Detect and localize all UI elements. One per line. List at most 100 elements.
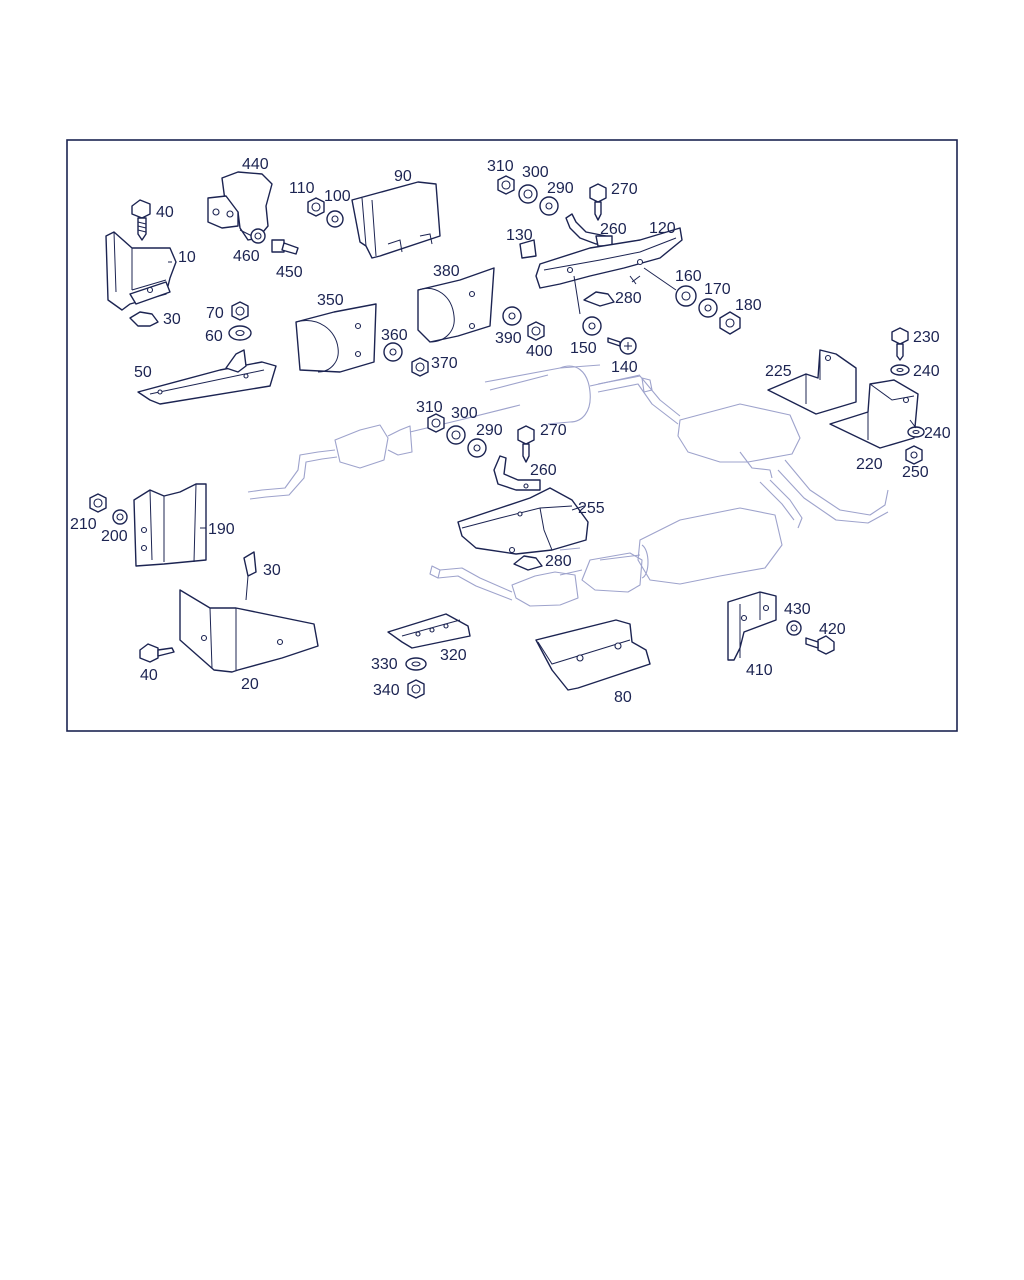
label-190: 190 <box>208 521 235 538</box>
label-310-mid: 310 <box>416 399 443 416</box>
label-360: 360 <box>381 327 408 344</box>
label-100: 100 <box>324 188 351 205</box>
label-80: 80 <box>614 689 632 706</box>
label-250: 250 <box>902 464 929 481</box>
nut-180 <box>719 311 741 335</box>
label-320: 320 <box>440 647 467 664</box>
clip-130 <box>519 239 537 259</box>
label-180: 180 <box>735 297 762 314</box>
washer-200 <box>112 509 128 525</box>
label-260-mid: 260 <box>530 462 557 479</box>
label-380: 380 <box>433 263 460 280</box>
nut-210 <box>89 493 107 513</box>
label-300-top: 300 <box>522 164 549 181</box>
heat-shield-255 <box>457 487 589 555</box>
label-240-top: 240 <box>913 363 940 380</box>
label-160: 160 <box>675 268 702 285</box>
label-450: 450 <box>276 264 303 281</box>
label-20: 20 <box>241 676 259 693</box>
nut-310-mid <box>427 413 445 433</box>
washer-100 <box>326 210 344 228</box>
label-50: 50 <box>134 364 152 381</box>
label-10: 10 <box>178 249 196 266</box>
screw-140 <box>607 337 637 355</box>
heat-shield-350 <box>295 303 377 373</box>
part-labels: 440 90 110 100 310 300 290 270 40 10 460… <box>70 156 951 706</box>
clip-30-top <box>129 311 159 327</box>
label-280-top: 280 <box>615 290 642 307</box>
clip-30-mid <box>243 551 257 601</box>
washer-160 <box>675 285 697 307</box>
label-270-top: 270 <box>611 181 638 198</box>
label-225: 225 <box>765 363 792 380</box>
washer-240-top <box>890 364 910 376</box>
washer-300-mid <box>446 425 466 445</box>
washer-390 <box>502 306 522 326</box>
label-255: 255 <box>578 500 605 517</box>
label-30-top: 30 <box>163 311 181 328</box>
washer-360 <box>383 342 403 362</box>
washer-290-top <box>539 196 559 216</box>
bracket-320 <box>387 613 471 649</box>
bracket-410 <box>727 591 777 661</box>
label-300-mid: 300 <box>451 405 478 422</box>
label-460: 460 <box>233 248 260 265</box>
label-130: 130 <box>506 227 533 244</box>
label-220: 220 <box>856 456 883 473</box>
label-390: 390 <box>495 330 522 347</box>
label-400: 400 <box>526 343 553 360</box>
washer-290-mid <box>467 438 487 458</box>
label-150: 150 <box>570 340 597 357</box>
nut-310-top <box>497 175 515 195</box>
bolt-270-top <box>589 183 607 221</box>
bracket-220 <box>829 379 919 449</box>
label-330: 330 <box>371 656 398 673</box>
heat-shield-90 <box>351 181 441 259</box>
washer-60 <box>228 325 252 341</box>
bolt-230 <box>891 327 909 361</box>
label-30-mid: 30 <box>263 562 281 579</box>
diagram-frame <box>66 139 958 732</box>
label-370: 370 <box>431 355 458 372</box>
washer-170 <box>698 298 718 318</box>
washer-150 <box>582 316 602 336</box>
label-410: 410 <box>746 662 773 679</box>
clip-280-mid <box>513 555 543 571</box>
heat-shield-120 <box>535 227 683 315</box>
nut-110 <box>307 197 325 217</box>
label-40-bottom: 40 <box>140 667 158 684</box>
heat-shield-440 <box>207 171 273 241</box>
bolt-40-top <box>131 199 151 241</box>
label-280-mid: 280 <box>545 553 572 570</box>
label-260-top: 260 <box>600 221 627 238</box>
label-420: 420 <box>819 621 846 638</box>
washer-430 <box>786 620 802 636</box>
label-140: 140 <box>611 359 638 376</box>
exhaust-system-ghost <box>247 364 889 607</box>
nut-340 <box>407 679 425 699</box>
label-230: 230 <box>913 329 940 346</box>
heat-shield-80 <box>535 619 651 691</box>
label-430: 430 <box>784 601 811 618</box>
label-170: 170 <box>704 281 731 298</box>
bracket-10 <box>105 231 177 311</box>
label-200: 200 <box>101 528 128 545</box>
washer-240-bottom <box>907 426 925 438</box>
bolt-450 <box>271 239 299 255</box>
label-350: 350 <box>317 292 344 309</box>
nut-250 <box>905 445 923 465</box>
clip-280-top <box>583 275 641 307</box>
bracket-225 <box>767 349 857 415</box>
label-290-mid: 290 <box>476 422 503 439</box>
leader-lines <box>168 261 917 529</box>
bolt-420 <box>805 635 835 655</box>
label-70: 70 <box>206 305 224 322</box>
label-60: 60 <box>205 328 223 345</box>
bolt-40-bottom <box>139 643 175 663</box>
washer-330 <box>405 657 427 671</box>
bracket-50 <box>137 349 277 405</box>
label-120: 120 <box>649 220 676 237</box>
washer-460 <box>250 228 266 244</box>
nut-70 <box>231 301 249 321</box>
